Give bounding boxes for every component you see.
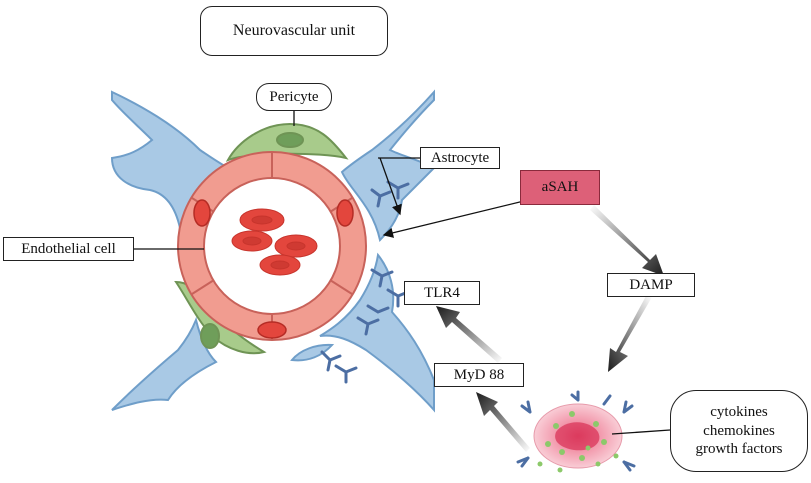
red-blood-cells — [231, 208, 318, 276]
arrow-cell-to-myd88 — [476, 392, 530, 452]
pathway-arrows — [436, 205, 664, 452]
label-pericyte: Pericyte — [256, 83, 332, 111]
leader-lines — [134, 111, 671, 435]
label-asah: aSAH — [520, 170, 600, 205]
label-chemokines: chemokines — [703, 422, 775, 439]
label-cytokines: cytokines — [710, 403, 768, 420]
label-endothelial-cell: Endothelial cell — [3, 237, 134, 261]
arrow-asah-to-damp — [590, 205, 664, 276]
receptors — [320, 180, 410, 384]
label-astrocyte: Astrocyte — [420, 147, 500, 169]
endothelial-ring — [177, 151, 367, 341]
label-inflammatory-mediators: cytokines chemokines growth factors — [670, 390, 808, 472]
arrow-damp-to-cell — [608, 296, 652, 372]
inflammatory-cell — [516, 390, 636, 473]
endothelial-nuclei — [193, 199, 354, 339]
arrow-myd88-to-tlr4 — [436, 306, 502, 363]
diagram-title: Neurovascular unit — [200, 6, 388, 56]
label-growth-factors: growth factors — [695, 441, 783, 458]
label-damp: DAMP — [607, 273, 695, 297]
label-tlr4: TLR4 — [404, 281, 480, 305]
label-myd88: MyD 88 — [434, 363, 524, 387]
pericyte-nucleus-top — [276, 132, 304, 148]
pericyte-nucleus-bottom — [200, 323, 220, 349]
